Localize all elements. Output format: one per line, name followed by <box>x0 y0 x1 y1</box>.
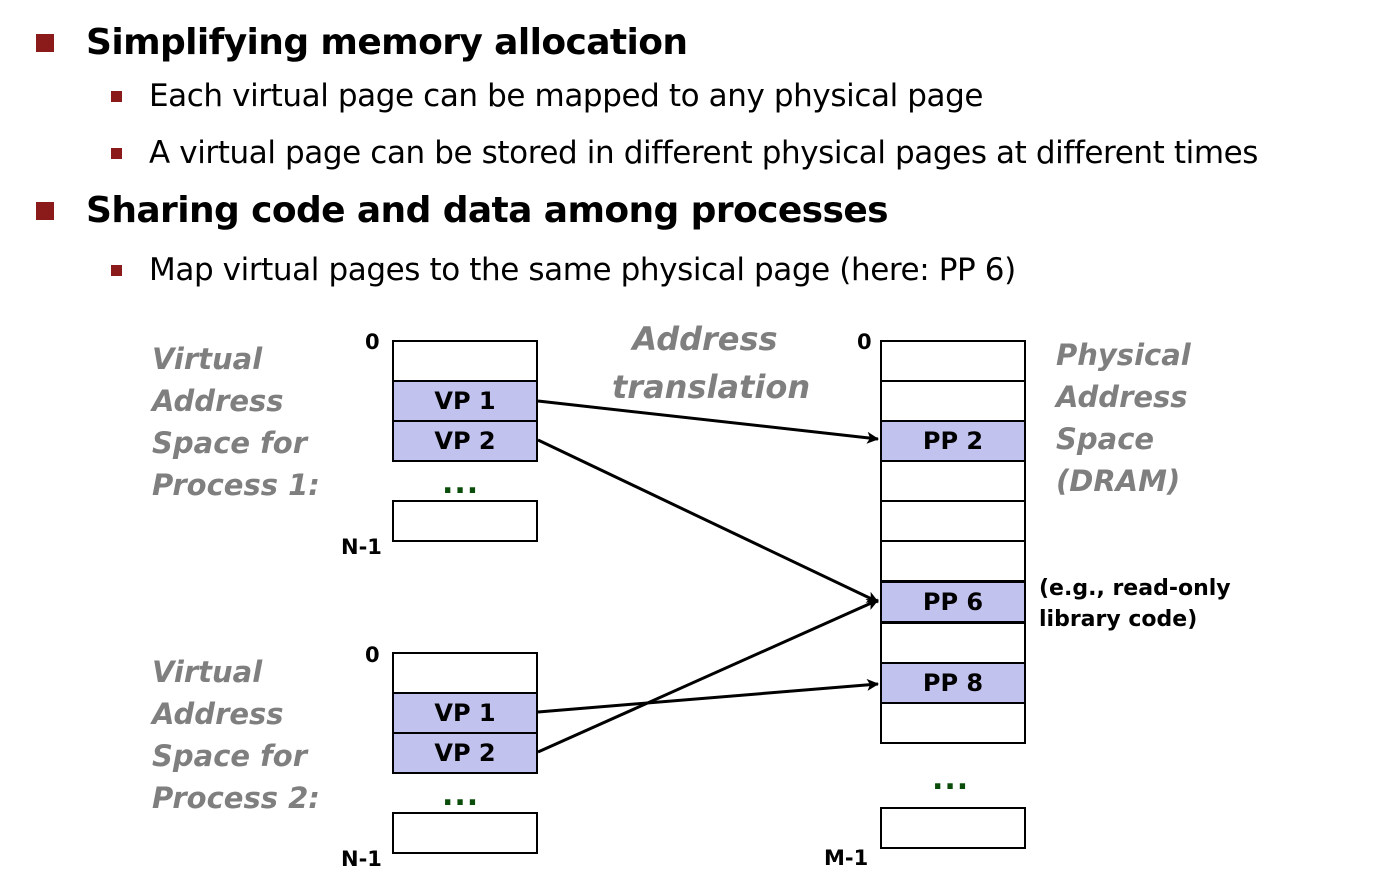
process2-ellipsis: ... <box>442 778 480 813</box>
physical-address-m-minus-1: M-1 <box>824 846 869 870</box>
physical-page-slot <box>880 702 1026 744</box>
label-line: Physical <box>1056 338 1191 372</box>
physical-ellipsis: ... <box>932 762 970 797</box>
bullet-heading-sharing: Sharing code and data among processes <box>36 190 889 231</box>
label-line: Address <box>632 320 778 358</box>
process2-vp2-box: VP 2 <box>392 732 538 774</box>
sub-bullet-text: Each virtual page can be mapped to any p… <box>149 78 984 114</box>
address-translation-label: Address translation <box>612 315 811 411</box>
label-line: Virtual <box>152 342 263 376</box>
arrow-p2-vp2-to-pp6 <box>537 598 879 754</box>
sub-bullet-text: Map virtual pages to the same physical p… <box>149 252 1016 288</box>
bullet-square-icon <box>111 264 122 276</box>
physical-address-space-label: Physical Address Space (DRAM) <box>1056 334 1191 502</box>
label-line: Address <box>152 697 284 731</box>
label-line: Process 1: <box>152 468 320 502</box>
bullet-heading-allocation: Simplifying memory allocation <box>36 22 688 63</box>
label-line: Process 2: <box>152 781 320 815</box>
label-line: Space <box>1056 422 1155 456</box>
process1-address-n-minus-1: N-1 <box>341 535 382 559</box>
bullet-square-icon <box>36 33 54 52</box>
process1-vp2-box: VP 2 <box>392 420 538 462</box>
physical-page-slot <box>880 500 1026 542</box>
label-line: Space for <box>152 739 308 773</box>
physical-address-zero: 0 <box>857 330 872 354</box>
bullet-square-icon <box>111 90 122 102</box>
sub-bullet-text: A virtual page can be stored in differen… <box>149 135 1259 171</box>
physical-page-slot <box>880 540 1026 582</box>
label-line: translation <box>612 368 811 406</box>
physical-page-slot <box>880 340 1026 382</box>
note-line: library code) <box>1039 607 1198 632</box>
process2-address-zero: 0 <box>365 643 380 667</box>
heading-text: Sharing code and data among processes <box>86 190 889 231</box>
label-line: Virtual <box>152 655 263 689</box>
physical-last-page-box <box>880 807 1026 849</box>
process1-address-zero: 0 <box>365 330 380 354</box>
physical-page-slot <box>880 380 1026 422</box>
label-line: (DRAM) <box>1056 464 1181 498</box>
bullet-sub-mapping: Each virtual page can be mapped to any p… <box>111 78 983 114</box>
arrow-p1-vp1-to-pp2 <box>537 399 879 444</box>
label-line: Address <box>1056 380 1188 414</box>
process2-address-space-label: Virtual Address Space for Process 2: <box>152 651 320 819</box>
process1-address-space-label: Virtual Address Space for Process 1: <box>152 338 320 506</box>
bullet-square-icon <box>36 201 54 220</box>
label-line: Space for <box>152 426 308 460</box>
physical-pp8-box: PP 8 <box>880 662 1026 704</box>
process1-last-page-box <box>392 500 538 542</box>
arrow-p1-vp2-to-pp6 <box>537 438 879 604</box>
label-line: Address <box>152 384 284 418</box>
process2-last-page-box <box>392 812 538 854</box>
bullet-sub-different-pages: A virtual page can be stored in differen… <box>111 135 1258 171</box>
shared-page-note: (e.g., read-only library code) <box>1039 573 1231 635</box>
bullet-square-icon <box>111 147 122 159</box>
bullet-sub-same-physical: Map virtual pages to the same physical p… <box>111 252 1016 288</box>
physical-pp6-box: PP 6 <box>880 581 1026 623</box>
arrow-p2-vp1-to-pp8 <box>537 678 879 714</box>
process1-ellipsis: ... <box>442 466 480 501</box>
note-line: (e.g., read-only <box>1039 576 1231 601</box>
heading-text: Simplifying memory allocation <box>86 22 688 63</box>
process2-address-n-minus-1: N-1 <box>341 847 382 871</box>
process1-page-slot <box>392 340 538 382</box>
